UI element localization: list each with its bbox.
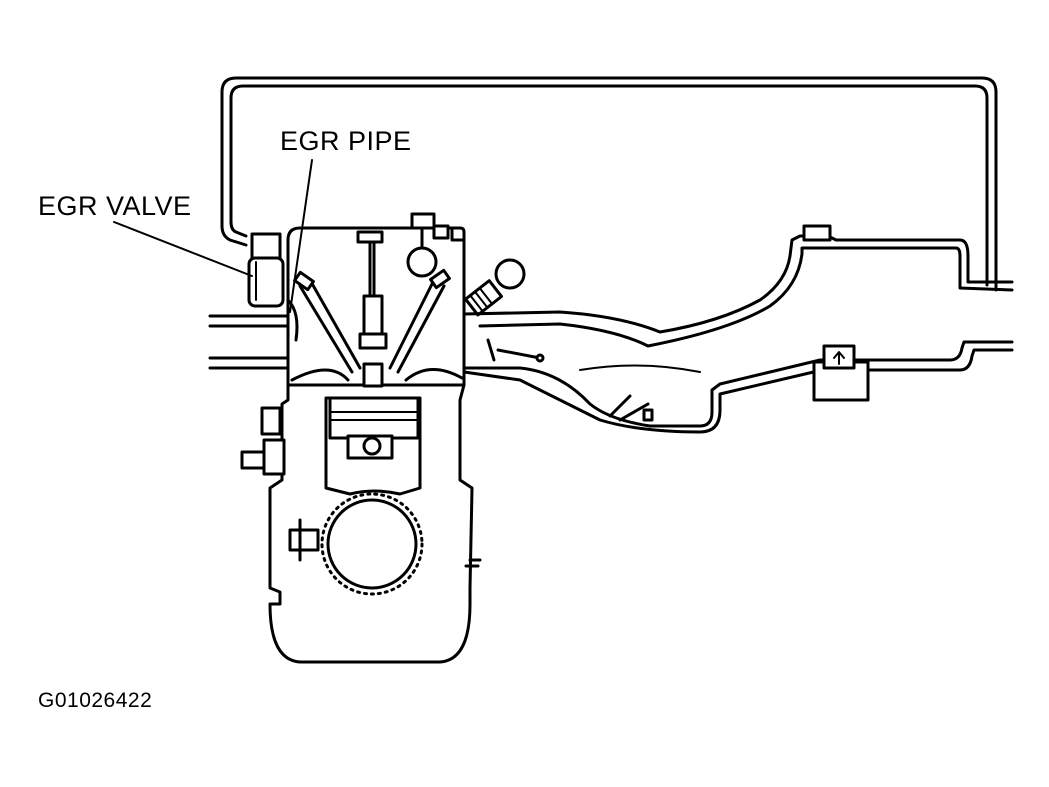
egr-valve <box>247 232 285 308</box>
exhaust-sensor-box <box>812 344 870 402</box>
egr-return-pipe <box>220 76 998 292</box>
figure-code: G01026422 <box>38 689 153 712</box>
intake-runner <box>208 298 299 370</box>
up-arrow-icon <box>833 351 845 365</box>
egr-pipe-leader <box>289 159 313 313</box>
egr-pipe-label: EGR PIPE <box>280 126 412 156</box>
cylinder-head <box>286 212 466 388</box>
egr-valve-leader <box>113 221 253 277</box>
exhaust-pipe <box>462 234 1014 434</box>
fuel-injector <box>464 258 526 317</box>
engine-side-fittings <box>240 406 482 568</box>
egr-pipe-connector <box>802 224 832 242</box>
o2-sensor-probe <box>486 338 654 422</box>
egr-valve-label: EGR VALVE <box>38 191 192 221</box>
engine-block <box>268 383 474 664</box>
